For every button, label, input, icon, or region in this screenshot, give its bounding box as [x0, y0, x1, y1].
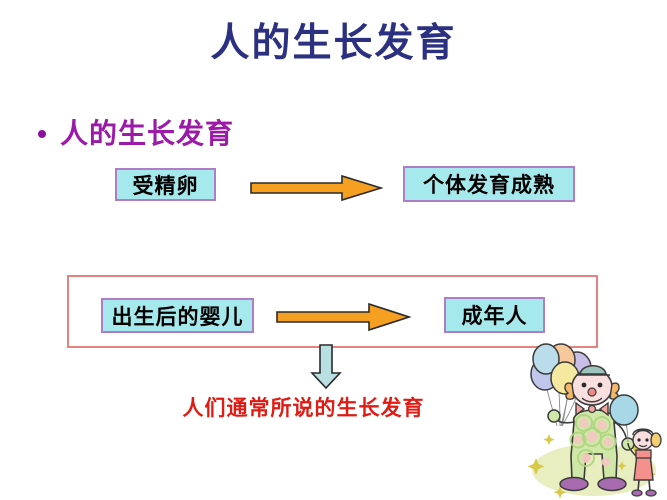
- term-box-adult: 成年人: [444, 297, 545, 333]
- caption-text: 人们通常所说的生长发育: [182, 395, 425, 420]
- arrow-right-icon-bottom: [276, 302, 411, 332]
- bullet-list-item: 人的生长发育: [38, 112, 234, 152]
- term-box-mature-individual: 个体发育成熟: [403, 166, 575, 202]
- clown-with-balloons-illustration: [527, 343, 662, 499]
- term-box-zygote: 受精卵: [115, 168, 216, 201]
- bullet-dot-icon: [38, 130, 46, 138]
- arrow-down-icon: [310, 344, 342, 389]
- page-title: 人的生长发育: [210, 20, 457, 66]
- term-box-newborn-infant: 出生后的婴儿: [101, 298, 254, 333]
- arrow-right-icon-top: [250, 174, 383, 202]
- bullet-item-label: 人的生长发育: [60, 117, 235, 150]
